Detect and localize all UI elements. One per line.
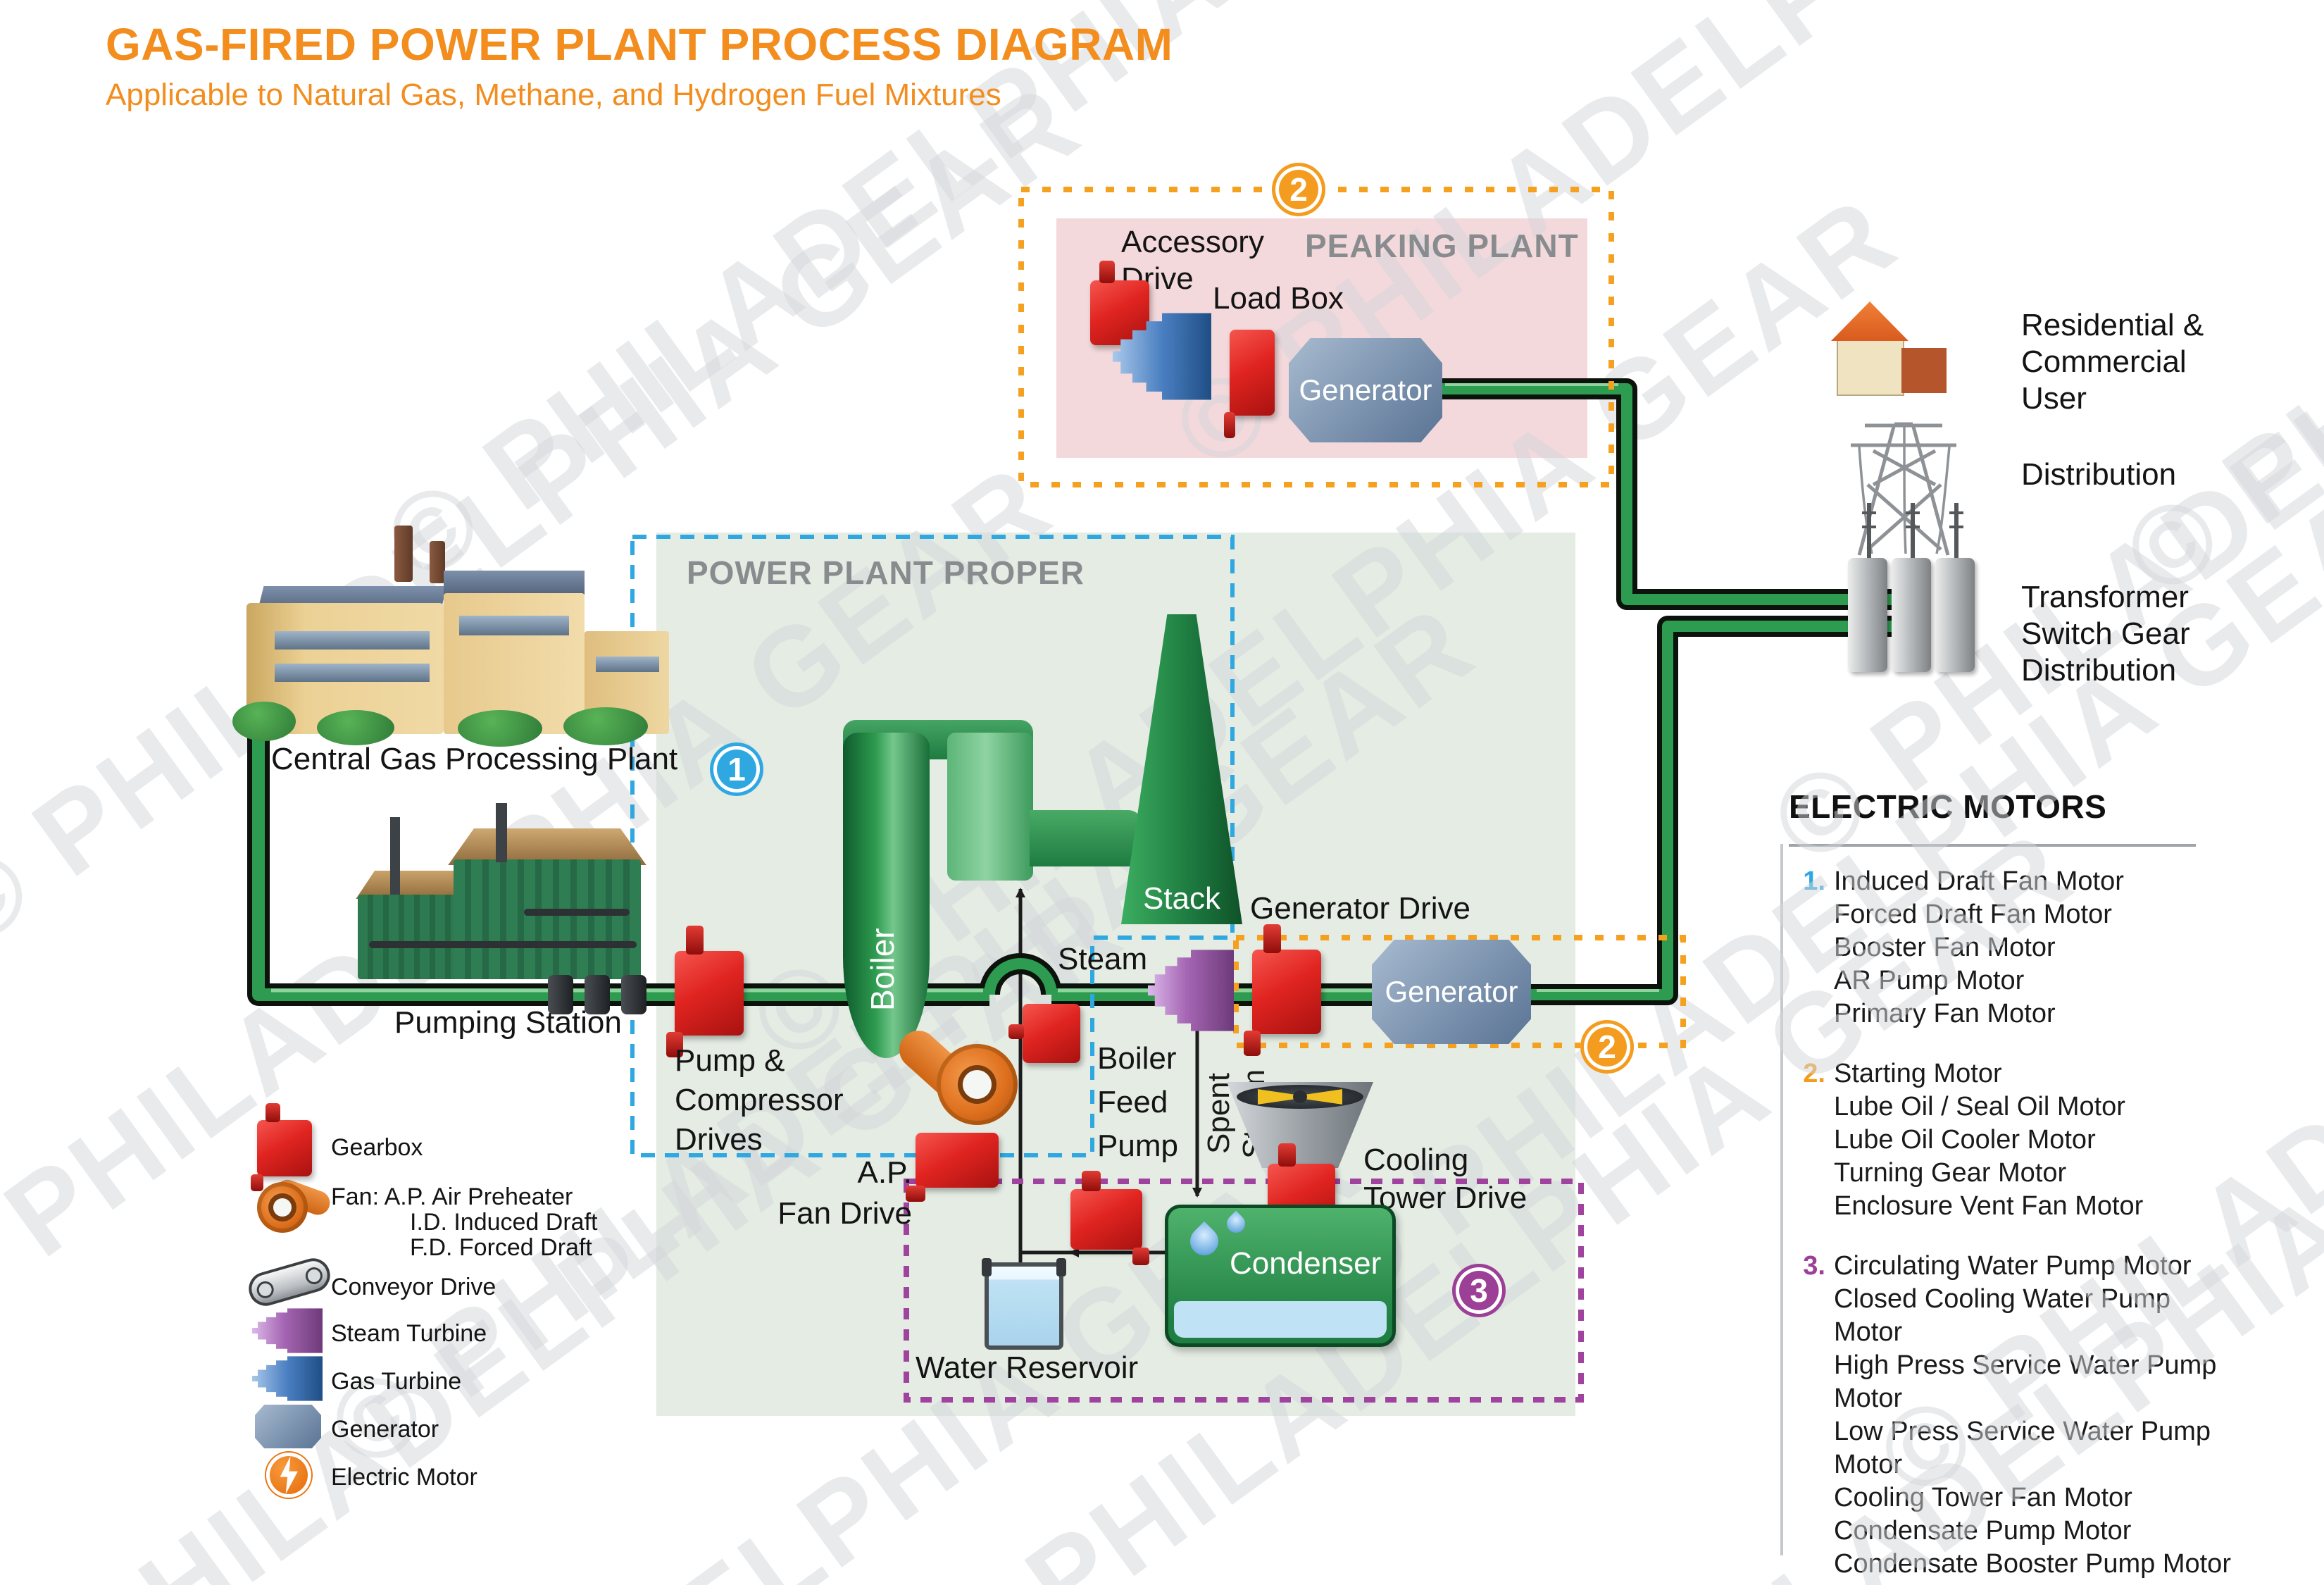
ap-fan-gearbox-icon	[905, 1133, 999, 1202]
legend-electric-motor-label: Electric Motor	[331, 1464, 477, 1491]
pump-compressor-gearbox-icon	[666, 926, 744, 1058]
main-generator-icon: Generator	[1372, 940, 1531, 1044]
cooling-tower-fan-hub	[1293, 1090, 1307, 1103]
ap-fan-drive-label: A.P. Fan Drive	[777, 1155, 912, 1231]
legend-fan-label: Fan: A.P. Air Preheater	[331, 1183, 573, 1210]
pumping-station-icon	[348, 803, 655, 981]
motor-item: Induced Draft Fan Motor	[1834, 866, 2124, 896]
peaking-plant-title: PEAKING PLANT	[1305, 228, 1579, 264]
motor-group-number: 2.	[1803, 1059, 1825, 1088]
pipe-coupling	[621, 975, 646, 1014]
transformer-box-icon	[1848, 558, 1887, 672]
legend-conveyor-label: Conveyor Drive	[331, 1274, 496, 1300]
transformer-box-icon	[1935, 558, 1975, 672]
house-icon	[1831, 302, 1951, 396]
motor-group-1: 1. Induced Draft Fan Motor Forced Draft F…	[1789, 865, 2239, 1031]
motor-item: Forced Draft Fan Motor	[1834, 900, 2112, 929]
transmission-tower-icon	[1851, 422, 1956, 556]
legend-gearbox-icon	[250, 1103, 312, 1191]
motor-item: Enclosure Vent Fan Motor	[1834, 1191, 2144, 1221]
water-reservoir-icon	[982, 1258, 1066, 1350]
peaking-generator-label: Generator	[1299, 373, 1432, 406]
badge-1: 1	[710, 742, 763, 796]
badge-2-generator-drive: 2	[1580, 1020, 1634, 1074]
zone1-blue-dashed-outline	[630, 535, 1235, 1157]
main-generator-label: Generator	[1385, 975, 1518, 1008]
motor-item: Condensate Booster Pump Motor	[1834, 1549, 2231, 1579]
zone3-purple-dashed-outline	[904, 1179, 1584, 1403]
motor-item: Closed Cooling Water Pump Motor	[1834, 1284, 2171, 1347]
motor-item: Circulating Water Pump Motor	[1834, 1251, 2192, 1281]
motor-group-number: 1.	[1803, 866, 1825, 896]
legend-electric-motor-icon	[266, 1453, 311, 1498]
motor-item: Booster Fan Motor	[1834, 933, 2056, 962]
electric-motors-divider	[1789, 844, 2196, 847]
power-plant-proper-title: POWER PLANT PROPER	[687, 554, 1085, 591]
badge-3: 3	[1452, 1264, 1506, 1317]
legend-steam-turbine-label: Steam Turbine	[331, 1320, 487, 1347]
load-box-gearbox-icon	[1224, 330, 1275, 438]
generator-drive-gearbox-icon	[1244, 924, 1321, 1057]
electric-motors-panel: ELECTRIC MOTORS 1. Induced Draft Fan Moto…	[1789, 788, 2239, 1585]
transformer-bushings	[1862, 503, 1963, 558]
boiler-economizer-icon	[947, 733, 1033, 881]
motor-group-number: 3.	[1803, 1251, 1825, 1281]
pumping-station-label: Pumping Station	[394, 1005, 622, 1040]
water-reservoir-label: Water Reservoir	[916, 1350, 1139, 1385]
distribution-label: Distribution	[2021, 457, 2177, 492]
electric-motors-left-rule	[1780, 844, 1783, 1555]
motor-item: Condensate Pump Motor	[1834, 1516, 2132, 1546]
motor-group-3: 3. Circulating Water Pump Motor Closed Co…	[1789, 1250, 2239, 1585]
boiler-stack-duct	[1030, 810, 1142, 866]
motor-item: Starting Motor	[1834, 1059, 2002, 1088]
page-subtitle: Applicable to Natural Gas, Methane, and …	[106, 77, 1001, 112]
legend-gas-turbine-label: Gas Turbine	[331, 1368, 462, 1395]
motor-item: Lube Oil Cooler Motor	[1834, 1125, 2096, 1155]
motor-item: Lube Oil / Seal Oil Motor	[1834, 1092, 2125, 1121]
legend-fan-fd-label: F.D. Forced Draft	[410, 1234, 592, 1261]
generator-drive-label: Generator Drive	[1250, 891, 1471, 926]
motor-item: Vacuum Pump Motor	[1834, 1581, 2083, 1585]
boiler-feed-pump-label: Boiler Feed Pump	[1097, 1041, 1178, 1163]
condenser-label: Condenser	[1230, 1246, 1382, 1281]
transformer-box-icon	[1892, 558, 1931, 672]
motor-item: High Press Service Water Pump Motor	[1834, 1350, 2217, 1413]
pump-compressor-label: Pump & Compressor Drives	[675, 1043, 844, 1157]
stack-label: Stack	[1142, 881, 1221, 916]
feedwater-line	[1016, 888, 1166, 1268]
residential-user-label: Residential & Commercial User	[2021, 308, 2204, 416]
legend-fan-icon	[257, 1182, 308, 1233]
transformer-label: Transformer Switch Gear Distribution	[2021, 580, 2190, 688]
legend-fan-id-label: I.D. Induced Draft	[410, 1209, 598, 1236]
legend-gearbox-label: Gearbox	[331, 1134, 423, 1161]
motor-item: Turning Gear Motor	[1834, 1158, 2067, 1188]
electric-motors-title: ELECTRIC MOTORS	[1789, 788, 2107, 825]
spent-steam-label: Spent Steam	[1201, 1069, 1271, 1158]
motor-item: Low Press Service Water Pump Motor	[1834, 1417, 2211, 1479]
boiler-drum-icon	[843, 733, 930, 1058]
legend-generator-label: Generator	[331, 1416, 439, 1443]
peaking-generator-icon: Generator	[1289, 338, 1442, 442]
badge-2-peaking: 2	[1272, 163, 1325, 216]
pipe-coupling	[548, 975, 573, 1014]
cooling-tower-drive-label: Cooling Tower Drive	[1363, 1143, 1528, 1215]
load-box-label: Load Box	[1213, 281, 1344, 316]
steam-label: Steam	[1058, 942, 1148, 976]
boiler-label: Boiler	[864, 928, 901, 1011]
page-title: GAS-FIRED POWER PLANT PROCESS DIAGRAM	[106, 19, 1173, 70]
motor-item: Cooling Tower Fan Motor	[1834, 1483, 2132, 1512]
condenser-water	[1174, 1301, 1387, 1338]
central-gas-plant-icon	[232, 526, 669, 747]
motor-group-2: 2. Starting Motor Lube Oil / Seal Oil Mot…	[1789, 1057, 2239, 1223]
boiler-feed-pump-gearbox-icon	[1008, 1004, 1080, 1063]
ap-fan-icon	[937, 1044, 1018, 1125]
circulating-water-gearbox-icon	[1070, 1171, 1150, 1266]
motor-item: AR Pump Motor	[1834, 966, 2025, 995]
pipe-coupling	[585, 975, 610, 1014]
central-gas-plant-label: Central Gas Processing Plant	[271, 742, 678, 776]
legend-generator-icon	[255, 1405, 321, 1448]
motor-item: Primary Fan Motor	[1834, 999, 2056, 1028]
